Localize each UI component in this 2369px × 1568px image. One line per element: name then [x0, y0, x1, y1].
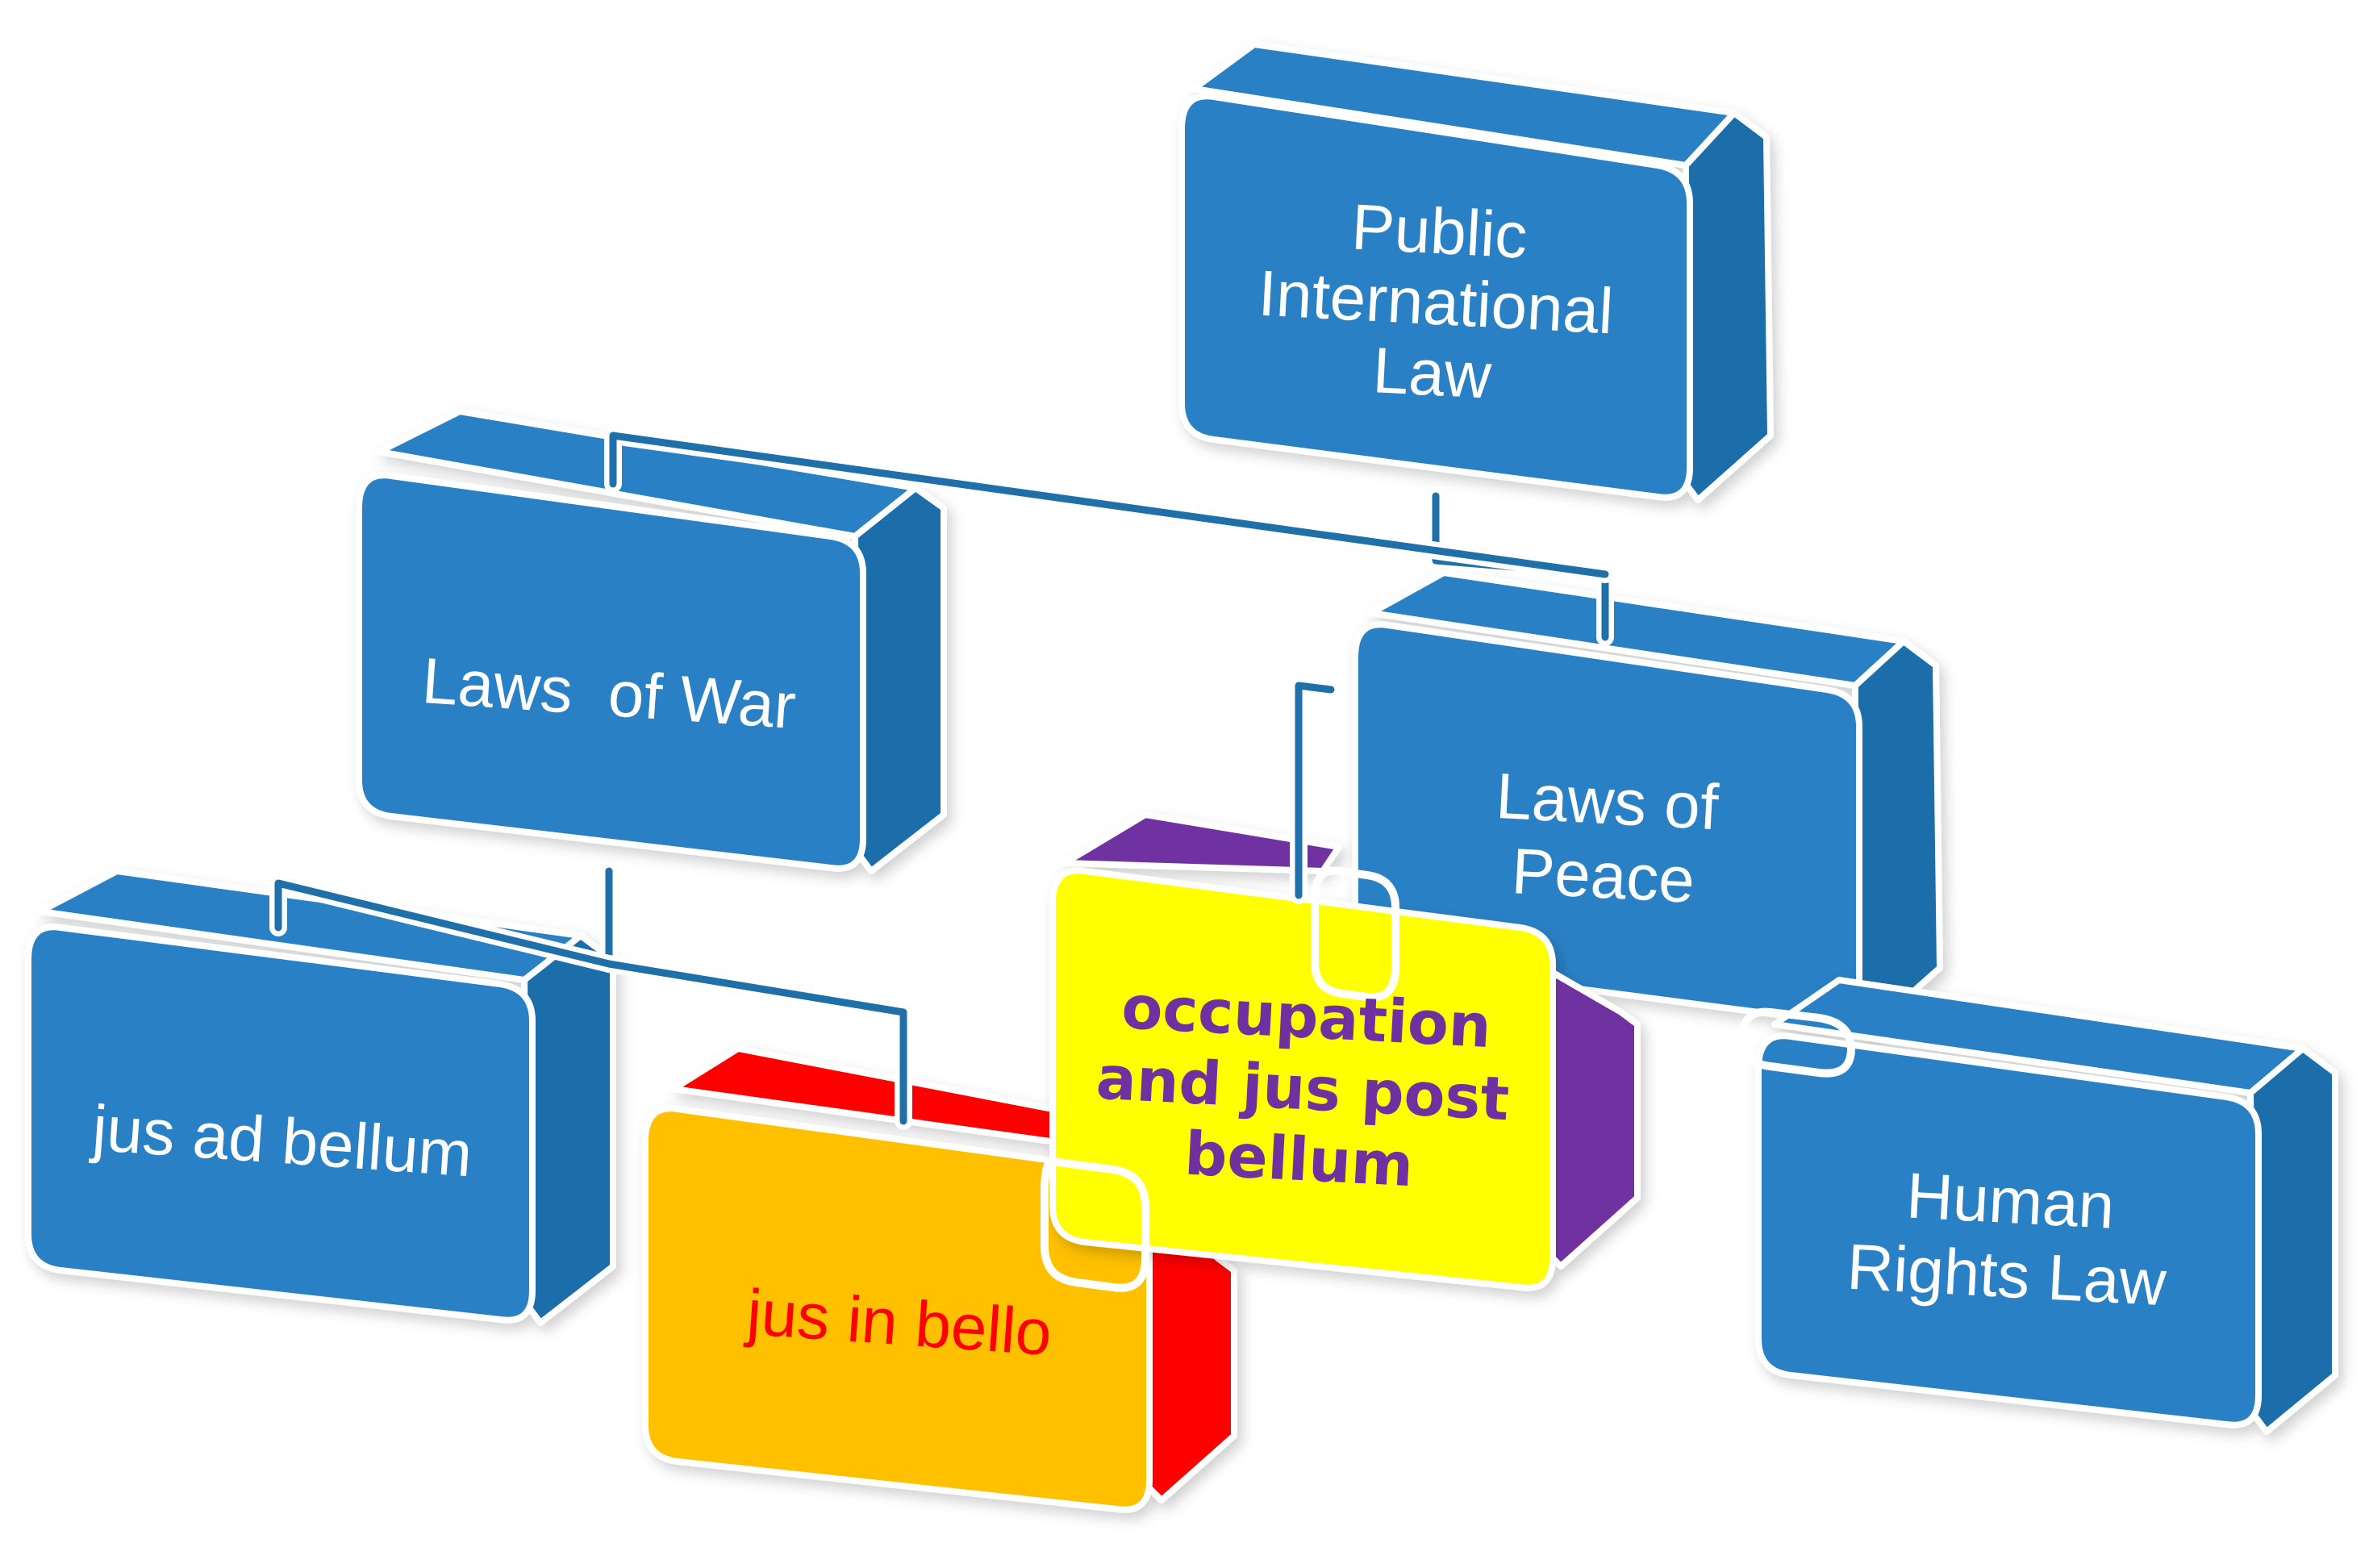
box-top-face — [1061, 811, 1342, 874]
overlap-outlines — [1041, 866, 1855, 1292]
box-front-face — [1178, 93, 1693, 501]
label-line: jus in bello — [744, 1275, 1054, 1370]
box-public-international-law — [1178, 41, 1774, 503]
box-front-face — [1755, 1032, 2262, 1428]
box-human-rights-law — [1755, 977, 2338, 1435]
box-jus-in-bello — [642, 1045, 1237, 1513]
outline-occupation-overlap — [1311, 866, 1399, 1002]
label-line: Rights Law — [1845, 1230, 2168, 1320]
box-side-face — [521, 932, 616, 1326]
box-side-face — [1852, 638, 1943, 1036]
label-line: Laws of — [1494, 759, 1720, 844]
box-front-face — [356, 472, 866, 872]
label-line: Peace — [1510, 835, 1697, 916]
box-side-face — [1683, 110, 1774, 503]
connectors — [269, 427, 1614, 1130]
outline-jus-in-bello-overlap — [1041, 1157, 1149, 1292]
outline-human-rights-overlap — [1738, 1007, 1855, 1078]
label-line: Laws of War — [419, 644, 799, 743]
label-human-rights-law: Human Rights Law — [1760, 1093, 2257, 1384]
box-front-face — [25, 924, 536, 1324]
box-side-face — [852, 485, 947, 874]
label-jus-ad-bellum: jus ad bellum — [27, 991, 537, 1291]
label-occupation: occupation and jus post bellum — [1049, 915, 1557, 1262]
box-jus-ad-bellum — [25, 868, 616, 1326]
box-side-face — [2247, 1045, 2338, 1435]
label-line: jus ad bellum — [90, 1091, 475, 1191]
box-front-face — [1049, 867, 1556, 1291]
label-public-international-law: Public International Law — [1178, 140, 1694, 465]
box-occupation — [1049, 811, 1641, 1291]
box-side-face — [1541, 965, 1641, 1270]
box-laws-of-war — [356, 408, 947, 874]
label-laws-of-war: Laws of War — [359, 548, 860, 839]
